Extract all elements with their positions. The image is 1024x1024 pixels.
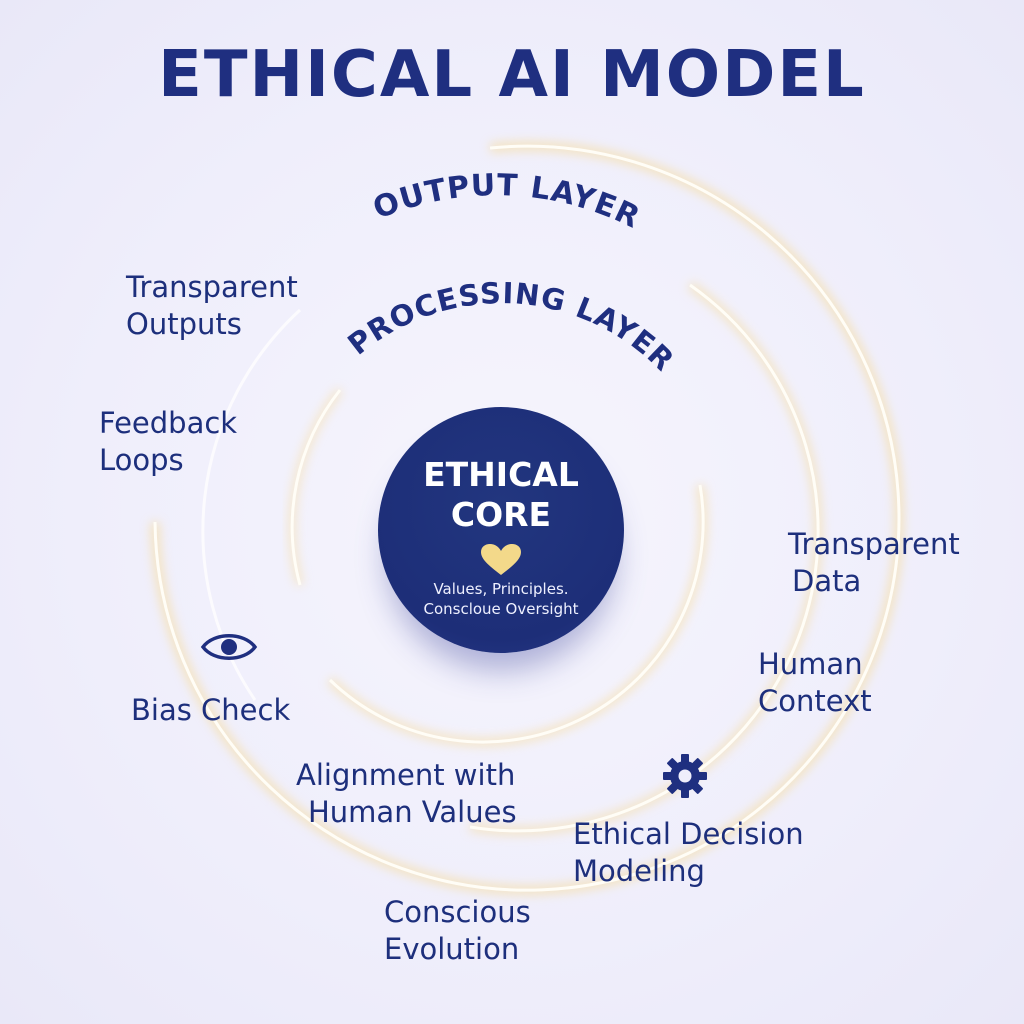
label-bias-check: Bias Check <box>131 692 290 729</box>
label-line: Loops <box>99 443 184 477</box>
label-line: Feedback <box>99 406 238 440</box>
label-ethical-decision-modeling: Ethical Decision Modeling <box>573 816 804 890</box>
core-title-line2: CORE <box>450 495 552 534</box>
label-line: Outputs <box>126 307 242 341</box>
label-alignment: Alignment with Human Values <box>296 757 517 831</box>
label-line: Ethical Decision <box>573 817 804 851</box>
label-line: Context <box>758 684 872 718</box>
label-line: Bias Check <box>131 693 291 727</box>
label-feedback-loops: Feedback Loops <box>99 405 237 479</box>
label-line: Conscious <box>384 895 531 929</box>
label-line: Modeling <box>573 854 705 888</box>
label-line: Transparent <box>788 527 960 561</box>
eye-icon <box>200 634 258 660</box>
label-line: Evolution <box>384 932 520 966</box>
svg-text:PROCESSING LAYER: PROCESSING LAYER <box>341 276 681 378</box>
heart-icon <box>481 544 521 575</box>
label-human-context: Human Context <box>758 646 872 720</box>
label-line: Alignment with <box>296 758 516 792</box>
label-transparent-outputs: Transparent Outputs <box>126 269 298 343</box>
processing-layer-label: PROCESSING LAYER <box>341 276 680 378</box>
output-layer-label: OUTPUT LAYER <box>368 168 644 236</box>
core-subtitle-line1: Values, Principles. <box>433 580 569 598</box>
ethical-core: ETHICAL CORE Values, Principles. Consclo… <box>378 407 624 653</box>
core-subtitle-line2: Conscloue Oversight <box>423 600 579 618</box>
page-title: ETHICAL AI MODEL <box>158 38 866 112</box>
core-subtitle: Values, Principles. Conscloue Oversight <box>378 579 624 619</box>
label-conscious-evolution: Conscious Evolution <box>384 894 531 968</box>
core-title-line1: ETHICAL <box>423 455 579 494</box>
label-transparent-data: Transparent Data <box>788 526 960 600</box>
inner-ring <box>288 387 708 747</box>
label-line: Transparent <box>126 270 298 304</box>
label-line: Human <box>758 647 863 681</box>
label-line: Data <box>792 564 862 598</box>
svg-text:OUTPUT LAYER: OUTPUT LAYER <box>368 168 645 236</box>
outer-ring <box>150 141 904 896</box>
label-line: Human Values <box>308 795 517 829</box>
core-title: ETHICAL CORE <box>378 455 624 535</box>
gear-icon <box>663 754 707 798</box>
